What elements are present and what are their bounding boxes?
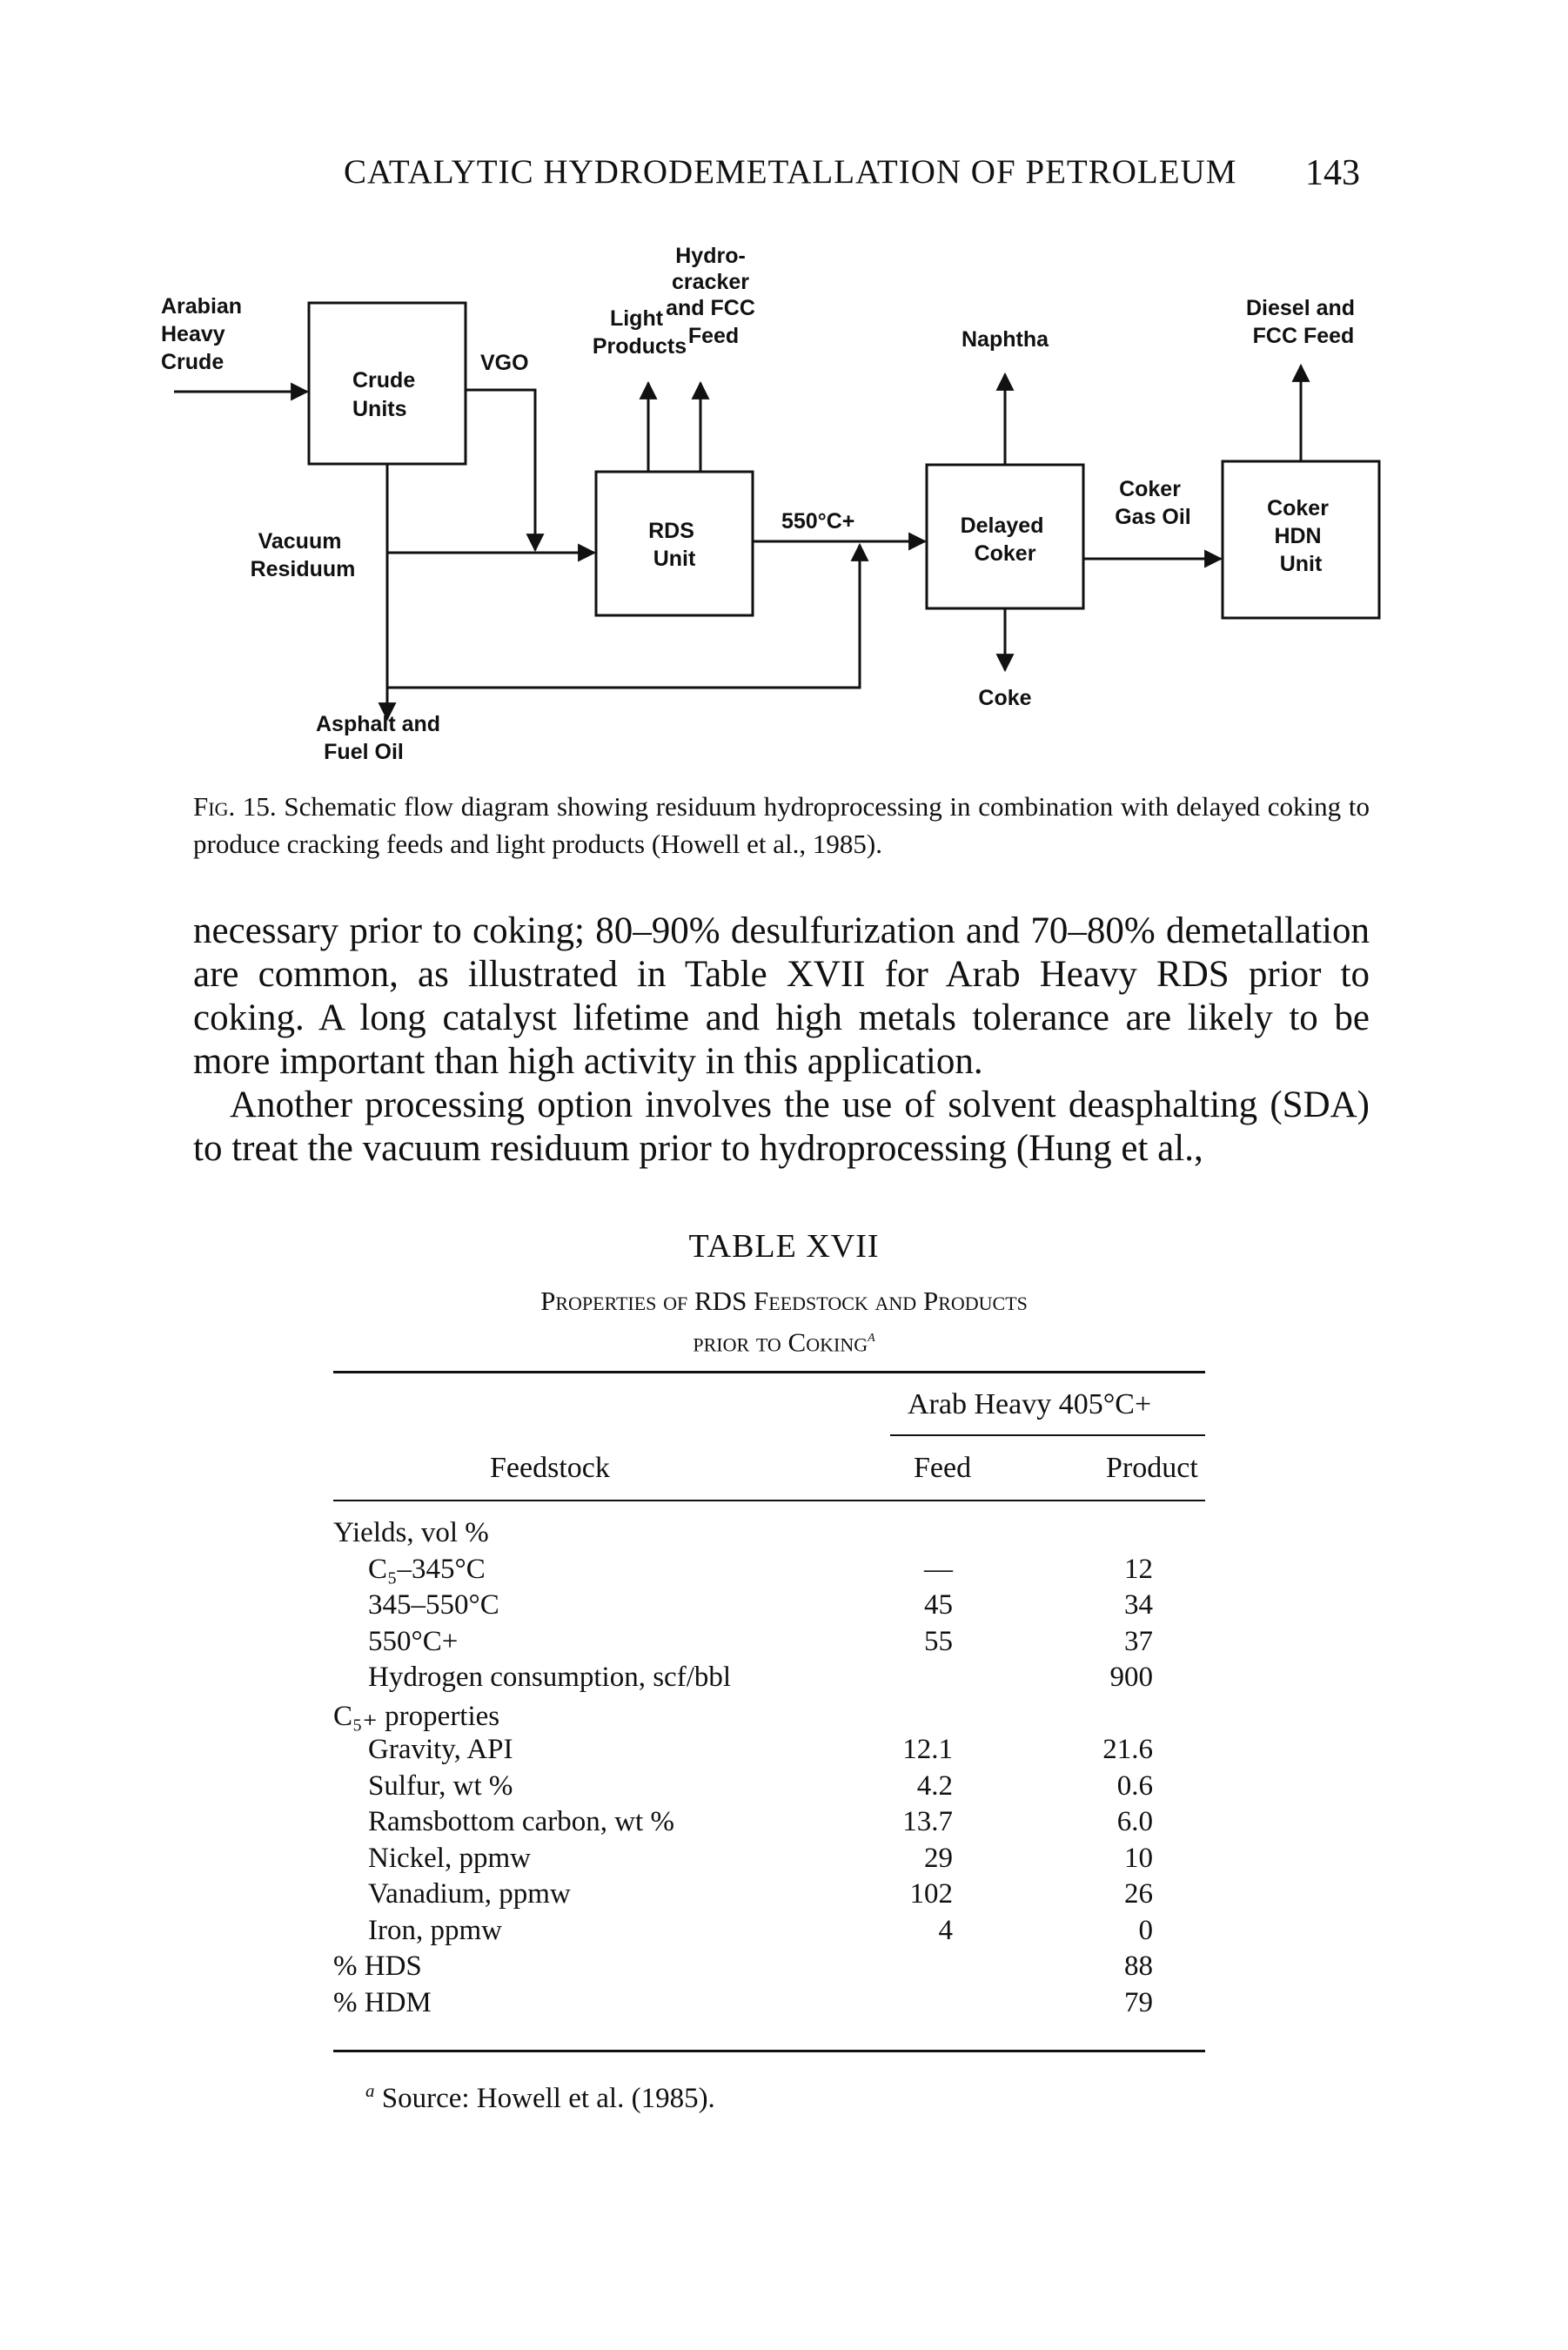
table-title: TABLE XVII	[688, 1228, 880, 1265]
figure-caption: Fig. 15. Schematic flow diagram showing …	[193, 788, 1370, 863]
header-bottom-rule	[333, 1500, 1205, 1501]
paragraph-1: necessary prior to coking; 80–90% desulf…	[193, 910, 1370, 1082]
paragraph-2: Another processing option involves the u…	[193, 1084, 1370, 1169]
row-feed-value: 12.1	[902, 1734, 953, 1765]
row-feed-value: —	[924, 1553, 953, 1585]
row-product-value: 6.0	[1116, 1806, 1153, 1837]
table-subtitle-line1: Properties of RDS Feedstock and Products	[540, 1286, 1028, 1316]
row-label: Sulfur, wt %	[368, 1769, 513, 1802]
vgo-label: VGO	[480, 351, 529, 375]
row-feed-value: 4	[938, 1914, 954, 1946]
group-header: Arab Heavy 405°C+	[908, 1388, 1152, 1420]
coker-gas-oil-label: Coker Gas Oil	[1115, 477, 1191, 529]
row-label: Nickel, ppmw	[368, 1842, 531, 1874]
vgo-line	[466, 388, 537, 548]
row-product-value: 79	[1124, 1986, 1153, 2018]
figure-caption-text: Schematic flow diagram showing residuum …	[193, 791, 1370, 859]
row-label: 345–550°C	[368, 1589, 499, 1621]
row-label: 550°C+	[368, 1625, 459, 1657]
row-label: Yields, vol %	[333, 1517, 489, 1548]
row-label: Gravity, API	[368, 1734, 513, 1765]
row-label: Ramsbottom carbon, wt %	[368, 1806, 674, 1837]
row-label: % HDS	[333, 1950, 422, 1982]
table-subtitle-mark: a	[868, 1326, 875, 1346]
row-product-value: 0.6	[1116, 1769, 1153, 1802]
coker-hdn-label: Coker HDN Unit	[1267, 496, 1335, 576]
crude-units-label: Crude Units	[352, 368, 421, 421]
row-label: C₅₊ properties	[333, 1700, 500, 1732]
rds-unit-label: RDS Unit	[648, 519, 700, 571]
550c-stream-label: 550°C+	[781, 509, 854, 534]
table-top-rule	[333, 1371, 1205, 1373]
light-products-label: Light Products	[593, 306, 687, 359]
row-product-value: 88	[1124, 1950, 1153, 1982]
row-product-value: 0	[1138, 1914, 1154, 1946]
hydrocracker-feed-label: Hydro- cracker and FCC Feed	[666, 244, 761, 348]
row-feed-value: 29	[924, 1842, 953, 1874]
row-feed-value: 55	[924, 1625, 953, 1657]
diesel-feed-label: Diesel and FCC Feed	[1246, 296, 1361, 348]
table-subtitle-line2: prior to Coking	[693, 1326, 868, 1358]
row-label: C₅–345°C	[368, 1553, 486, 1585]
figure-label: Fig. 15.	[193, 791, 277, 822]
table-subtitle: Properties of RDS Feedstock and Products…	[0, 1284, 1568, 1360]
running-head: CATALYTIC HYDRODEMETALLATION OF PETROLEU…	[344, 153, 1237, 191]
arabian-crude-label: Arabian Heavy Crude	[161, 294, 248, 374]
row-label: % HDM	[333, 1986, 432, 2018]
footnote-mark: a	[365, 2080, 375, 2101]
row-product-value: 12	[1124, 1553, 1153, 1585]
footnote-text: Source: Howell et al. (1985).	[381, 2083, 715, 2114]
row-product-value: 900	[1109, 1662, 1154, 1693]
delayed-coker-label: Delayed Coker	[961, 514, 1050, 566]
row-label: Iron, ppmw	[368, 1914, 502, 1946]
col-header-feedstock: Feedstock	[490, 1452, 610, 1484]
table-footnote: a Source: Howell et al. (1985).	[365, 2080, 715, 2115]
row-product-value: 21.6	[1102, 1734, 1153, 1765]
vacuum-residuum-label: Vacuum Residuum	[251, 529, 356, 581]
col-header-product: Product	[1106, 1452, 1198, 1484]
row-feed-value: 45	[924, 1589, 953, 1621]
group-header-rule	[890, 1434, 1205, 1436]
row-feed-value: 102	[909, 1878, 954, 1910]
row-product-value: 26	[1124, 1878, 1153, 1910]
row-product-value: 34	[1124, 1589, 1153, 1621]
rds-unit-box	[594, 470, 754, 617]
page-number: 143	[1305, 153, 1360, 193]
row-label: Hydrogen consumption, scf/bbl	[368, 1662, 732, 1693]
row-label: Vanadium, ppmw	[368, 1878, 571, 1910]
bypass-line	[387, 546, 861, 689]
body-text: necessary prior to coking; 80–90% desulf…	[193, 910, 1370, 1171]
coke-label: Coke	[978, 686, 1031, 710]
flow-diagram: Arabian Heavy Crude Crude Units VGO Vacu…	[161, 244, 1381, 764]
row-product-value: 37	[1124, 1625, 1153, 1657]
table-bottom-rule	[333, 2050, 1205, 2052]
asphalt-fuel-oil-label: Asphalt and Fuel Oil	[316, 712, 446, 764]
naphtha-label: Naphtha	[962, 327, 1049, 352]
row-feed-value: 4.2	[916, 1769, 953, 1802]
row-feed-value: 13.7	[902, 1806, 953, 1837]
row-product-value: 10	[1124, 1842, 1153, 1874]
col-header-feed: Feed	[914, 1452, 972, 1484]
